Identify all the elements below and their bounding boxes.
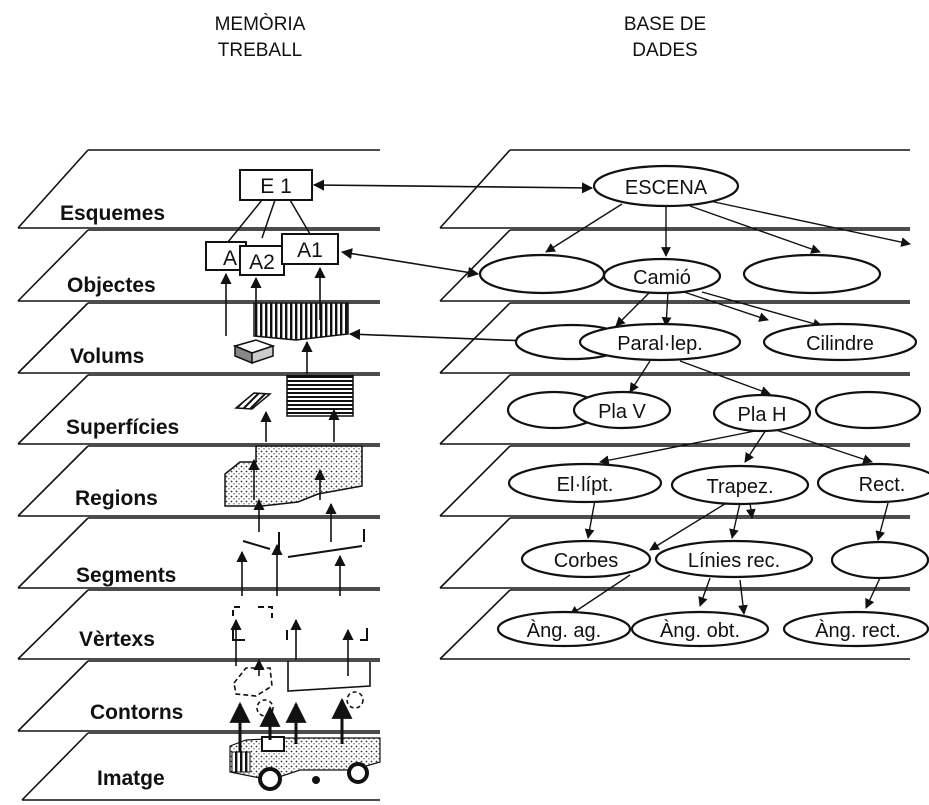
node-ellipt: El·lípt. — [557, 474, 614, 496]
plane-vertexs — [18, 590, 380, 659]
level-label-segments: Segments — [76, 564, 176, 587]
level-labels: Esquemes Objectes Volums Superfícies Reg… — [60, 202, 183, 790]
db-node-ellipses — [480, 166, 929, 646]
node-trapez: Trapez. — [706, 476, 773, 498]
node-angag: Àng. ag. — [527, 619, 602, 642]
plane-contorns — [18, 661, 380, 731]
node-blank-right — [744, 255, 880, 293]
contour-drawing — [234, 661, 370, 716]
node-linies: Línies rec. — [688, 550, 780, 572]
level-label-objectes: Objectes — [67, 274, 156, 297]
box-e1-label: E 1 — [260, 175, 292, 198]
node-parallep: Paral·lep. — [617, 333, 703, 355]
box-a2-label: A2 — [249, 251, 275, 274]
level-label-regions: Regions — [75, 487, 158, 510]
level-label-superficies: Superfícies — [66, 416, 179, 439]
node-rect: Rect. — [859, 474, 906, 496]
node-blank-left — [480, 255, 604, 293]
node-angrect: Àng. rect. — [815, 619, 901, 642]
node-blank-lines-right — [832, 542, 928, 578]
surface-drawing — [236, 376, 353, 416]
node-blank-surface-right — [816, 392, 920, 428]
region-drawing — [225, 446, 362, 506]
volume-drawing — [235, 303, 348, 363]
level-label-esquemes: Esquemes — [60, 202, 165, 225]
node-angobt: Àng. obt. — [660, 619, 740, 642]
plane-segments — [18, 518, 380, 588]
box-a-label: A — [223, 247, 237, 270]
image-drawing — [230, 737, 380, 789]
box-a1-label: A1 — [297, 239, 323, 262]
vertex-drawing — [233, 607, 367, 640]
node-plah: Pla H — [738, 404, 787, 426]
node-plav: Pla V — [598, 401, 646, 423]
level-label-volums: Volums — [70, 345, 144, 368]
node-escena: ESCENA — [625, 177, 708, 199]
level-label-contorns: Contorns — [90, 701, 183, 724]
level-label-imatge: Imatge — [97, 767, 165, 790]
node-corbes: Corbes — [554, 550, 618, 572]
node-camio: Camió — [633, 267, 691, 289]
level-label-vertexs: Vèrtexs — [79, 628, 155, 651]
node-cilindre: Cilindre — [806, 333, 874, 355]
segment-drawing — [243, 529, 364, 557]
